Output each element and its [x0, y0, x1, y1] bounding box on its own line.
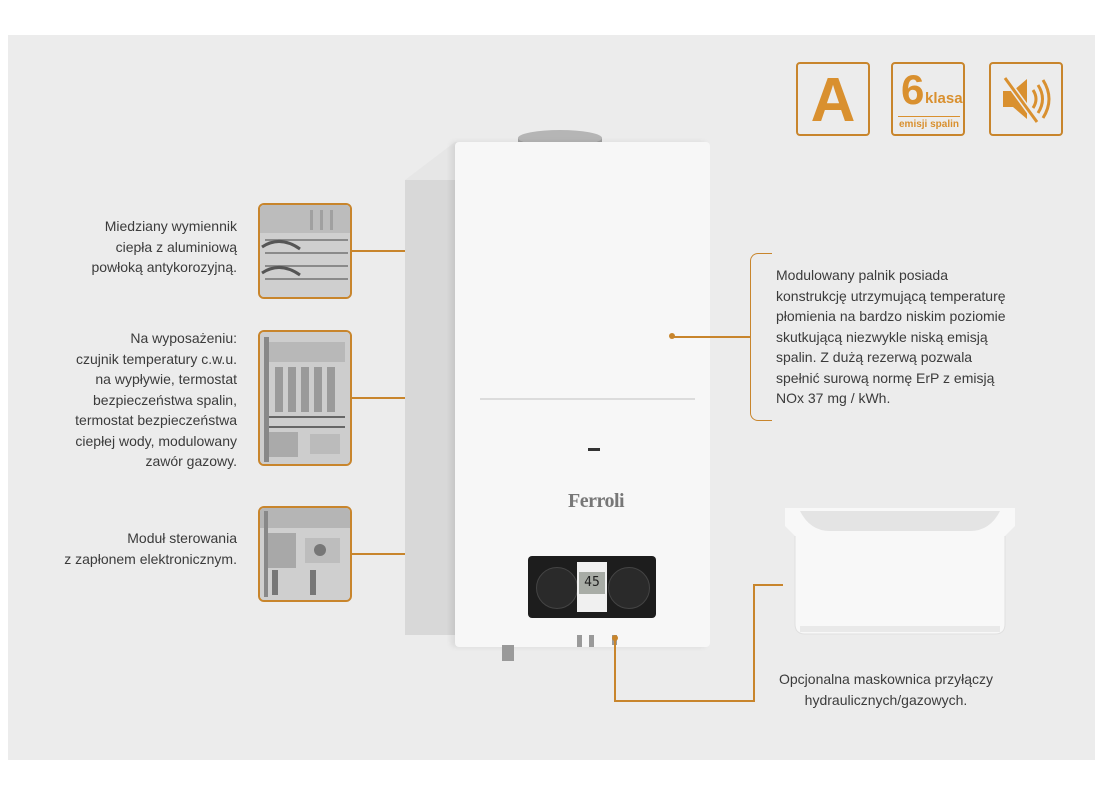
- connector-line: [614, 700, 754, 702]
- muted-speaker-icon: [1002, 76, 1051, 124]
- text-line: spełnić surową normę ErP z emisją: [776, 369, 995, 386]
- heat-exchanger-thumbnail: [258, 203, 352, 299]
- temperature-knob[interactable]: [536, 567, 578, 609]
- text-line: Moduł sterowania: [127, 530, 237, 546]
- text-line: ciepła z aluminiową: [115, 238, 237, 255]
- energy-class-letter: A: [810, 66, 856, 135]
- connector-line: [672, 336, 750, 338]
- pipe-connector: [589, 635, 594, 647]
- equipment-thumbnail: [258, 330, 352, 466]
- connector-line: [614, 640, 616, 702]
- heater-side-panel: [405, 180, 455, 635]
- pipe-connector: [502, 645, 514, 661]
- heat-exchanger-text: Miedziany wymiennik ciepła z aluminiową …: [91, 216, 237, 278]
- emission-class-label: emisji spalin: [898, 116, 960, 130]
- text-line: z zapłonem elektronicznym.: [64, 550, 237, 567]
- quiet-operation-badge: [989, 62, 1063, 136]
- text-line: hydraulicznych/gazowych.: [804, 691, 968, 708]
- connector-line: [753, 584, 783, 586]
- pipe-connector: [577, 635, 582, 647]
- text-line: bezpieczeństwa spalin,: [93, 391, 237, 408]
- text-line: czujnik temperatury c.w.u.: [75, 350, 237, 367]
- text-line: na wypływie, termostat: [95, 371, 237, 387]
- text-line: Miedziany wymiennik: [104, 218, 237, 234]
- text-line: spalin. Z dużą rezerwą pozwala: [776, 349, 973, 365]
- emission-class-badge: 6 klasa emisji spalin: [891, 62, 965, 136]
- text-line: NOx 37 mg / kWh.: [776, 390, 891, 406]
- text-line: Na wyposażeniu:: [130, 330, 237, 346]
- burner-text: Modulowany palnik posiada konstrukcję ut…: [776, 265, 1006, 409]
- text-line: płomienia na bardzo niskim poziomie: [776, 308, 1006, 324]
- equipment-text: Na wyposażeniu: czujnik temperatury c.w.…: [75, 328, 237, 472]
- control-module-thumbnail: [258, 506, 352, 602]
- text-line: zawór gazowy.: [145, 453, 237, 469]
- heater-panel-seam: [480, 398, 695, 400]
- connector-line: [352, 553, 430, 555]
- text-line: powłoką antykorozyjną.: [91, 259, 237, 275]
- connector-dot: [612, 635, 618, 641]
- text-line: termostat bezpieczeństwa: [75, 412, 237, 428]
- text-line: skutkującą niezwykle niską emisją: [776, 328, 988, 345]
- energy-class-badge: A: [796, 62, 870, 136]
- burner-bracket: [750, 253, 772, 421]
- brand-logo: Ferroli: [568, 490, 625, 512]
- lcd-display: 45: [577, 562, 607, 612]
- connector-line: [352, 397, 430, 399]
- connector-line: [352, 250, 430, 252]
- emission-class-number: 6: [901, 66, 925, 113]
- text-line: Modulowany palnik posiada: [776, 267, 948, 283]
- text-line: Opcjonalna maskownica przyłączy: [779, 671, 993, 687]
- heater-indicator-slot: [588, 448, 600, 451]
- connector-line: [753, 584, 755, 702]
- text-line: konstrukcję utrzymującą temperaturę: [776, 287, 1006, 304]
- text-line: ciepłej wody, modulowany: [75, 432, 237, 449]
- cover-text: Opcjonalna maskownica przyłączy hydrauli…: [760, 669, 1012, 710]
- control-module-text: Moduł sterowania z zapłonem elektroniczn…: [64, 528, 237, 569]
- emission-class-word: klasa: [925, 90, 963, 107]
- lcd-readout: 45: [579, 572, 605, 594]
- control-panel: 45: [528, 556, 656, 618]
- flow-knob[interactable]: [608, 567, 650, 609]
- hydraulic-cover-image: [785, 508, 1015, 635]
